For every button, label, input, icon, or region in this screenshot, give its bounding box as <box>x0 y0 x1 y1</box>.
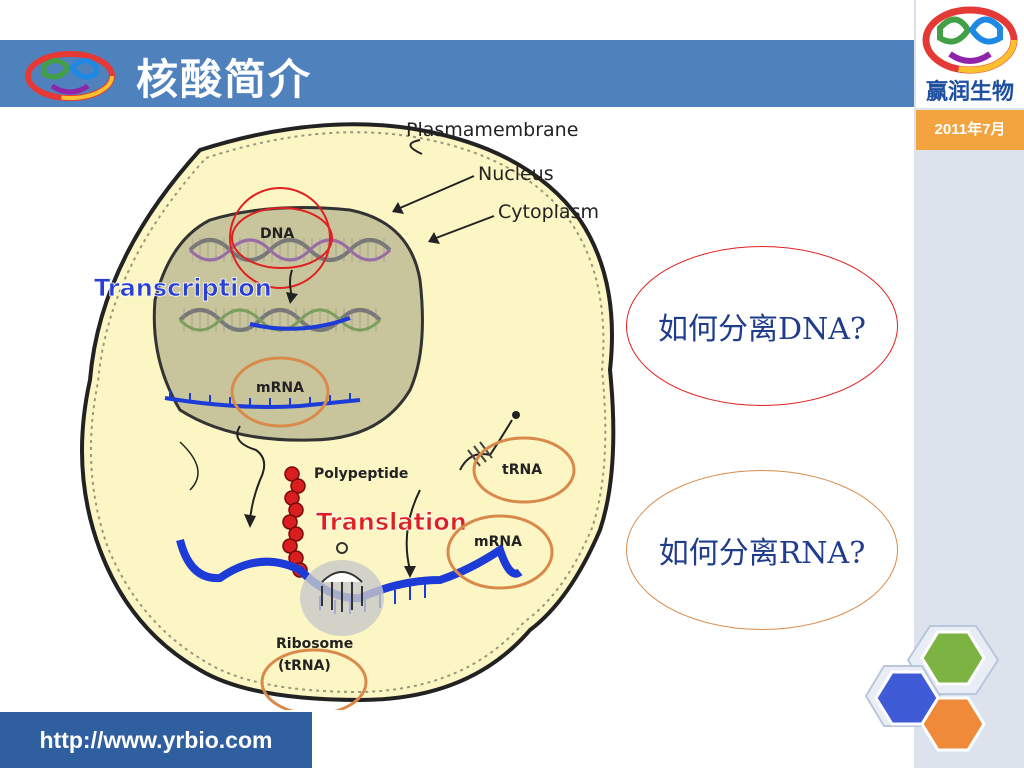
mrna-cytoplasm-label: mRNA <box>474 534 522 550</box>
mrna-cytoplasm-highlight-circle <box>446 514 554 590</box>
translation-label: Translation <box>316 508 467 536</box>
ribosome-trna-highlight-circle <box>260 648 368 710</box>
mrna-nucleus-label: mRNA <box>256 380 304 396</box>
brand-logo-icon <box>922 6 1018 74</box>
company-logo-icon <box>25 51 115 101</box>
dna-label: DNA <box>260 226 294 242</box>
header-bar <box>0 40 914 107</box>
rna-question-text: 如何分离RNA? <box>658 536 866 571</box>
transcription-label: Transcription <box>94 274 272 302</box>
dna-question-text: 如何分离DNA? <box>657 312 867 347</box>
mrna-nucleus-highlight-circle <box>230 356 330 428</box>
nucleus-label: Nucleus <box>478 163 554 185</box>
date-badge: 2011年7月 <box>916 110 1024 150</box>
brand-name: 赢润生物 <box>925 80 1014 105</box>
rna-question-oval: 如何分离RNA? <box>626 470 898 630</box>
cell-diagram: DNA Transcription mRNA Polypeptide tRNA … <box>80 119 616 710</box>
trna-highlight-circle <box>472 436 576 504</box>
ribosome-trna-label: (tRNA) <box>278 658 331 674</box>
slide-title: 核酸简介 <box>136 55 313 104</box>
cytoplasm-label: Cytoplasm <box>498 201 599 223</box>
plasma-membrane-label: Plasmamembrane <box>406 119 578 141</box>
trna-label: tRNA <box>502 462 542 478</box>
ribosome-label: Ribosome <box>276 636 353 652</box>
hexagon-decoration-icon <box>864 625 1000 752</box>
polypeptide-label: Polypeptide <box>314 466 408 482</box>
dna-highlight-circle <box>229 187 331 289</box>
website-url[interactable]: http://www.yrbio.com <box>0 712 312 768</box>
dna-question-oval: 如何分离DNA? <box>626 246 898 406</box>
